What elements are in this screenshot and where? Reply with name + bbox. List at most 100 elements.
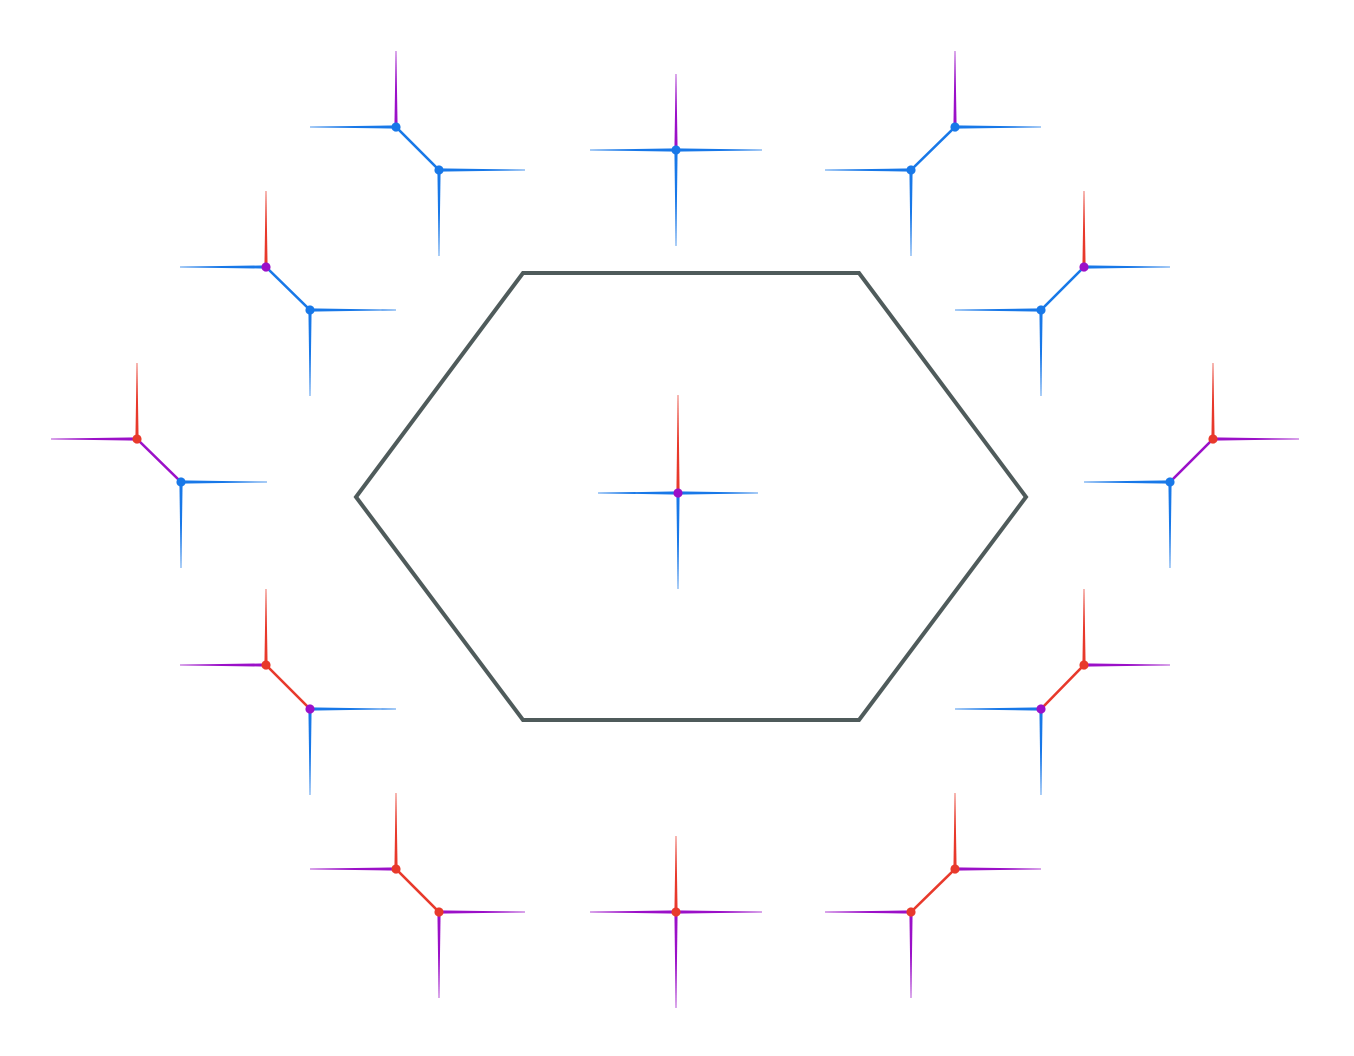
glyph-lower-right [955, 589, 1170, 795]
spike-b-down [1168, 482, 1172, 568]
spike-b-right [181, 480, 267, 484]
node-b [906, 165, 916, 175]
spike-a-up [394, 793, 398, 869]
spike-b-down [909, 912, 913, 998]
node-a [261, 262, 271, 272]
link-line [394, 125, 441, 172]
spike-down [676, 493, 680, 589]
spike-a-up [953, 793, 957, 869]
node-b [1036, 305, 1046, 315]
glyph-top-right [825, 51, 1041, 256]
spike-up [674, 836, 678, 912]
link-line [1168, 437, 1215, 484]
node-a [391, 864, 401, 874]
glyph-layer [51, 51, 1299, 1008]
glyph-top [590, 74, 762, 246]
spike-b-right [439, 168, 525, 172]
spike-a-right [1084, 265, 1170, 269]
spike-a-up [394, 51, 398, 127]
glyph-top-left [310, 51, 525, 256]
glyph-bottom-right [825, 793, 1041, 998]
spike-a-up [1211, 363, 1215, 439]
node-b [434, 907, 444, 917]
link-line [909, 867, 957, 914]
spike-b-down [437, 170, 441, 256]
spike-a-left [310, 867, 396, 871]
spike-a-up [264, 191, 268, 267]
node-a [132, 434, 142, 444]
link-line [394, 867, 441, 914]
node-a [1079, 262, 1089, 272]
spike-b-down [1039, 310, 1043, 396]
node-a [391, 122, 401, 132]
node-b [1165, 477, 1175, 487]
node [673, 488, 683, 498]
node-a [950, 122, 960, 132]
spike-a-up [1082, 589, 1086, 665]
spike-a-right [1213, 437, 1299, 441]
spike-down [674, 150, 678, 246]
spike-left [590, 148, 676, 152]
spike-a-right [955, 867, 1041, 871]
spike-b-down [909, 170, 913, 256]
glyph-upper-right [955, 191, 1170, 396]
spike-a-left [180, 265, 266, 269]
link-line [264, 663, 312, 711]
spike-right [676, 148, 762, 152]
spike-a-left [180, 663, 266, 667]
link-line [1039, 663, 1086, 711]
spike-up [674, 74, 678, 150]
glyph-bottom [590, 836, 762, 1008]
spike-b-right [310, 707, 396, 711]
link-line [909, 125, 957, 172]
spike-right [678, 491, 758, 495]
spike-right [676, 910, 762, 914]
spike-a-up [264, 589, 268, 665]
node-a [1079, 660, 1089, 670]
spike-b-left [825, 910, 911, 914]
node-b [305, 704, 315, 714]
spike-a-up [1082, 191, 1086, 267]
link-line [264, 265, 312, 312]
spike-a-right [955, 125, 1041, 129]
glyph-left [51, 363, 267, 568]
spike-b-left [955, 308, 1041, 312]
link-line [135, 437, 183, 484]
spike-down [674, 912, 678, 1008]
spike-b-left [1084, 480, 1170, 484]
node-b [176, 477, 186, 487]
glyph-upper-left [180, 191, 396, 396]
spike-up [676, 395, 680, 493]
spike-left [590, 910, 676, 914]
glyph-right [1084, 363, 1299, 568]
spike-b-left [825, 168, 911, 172]
spike-b-down [1039, 709, 1043, 795]
glyph-lower-left [180, 589, 396, 795]
spike-b-down [308, 310, 312, 396]
glyph-bottom-left [310, 793, 525, 998]
node-b [906, 907, 916, 917]
link-line [1039, 265, 1086, 312]
spike-a-left [310, 125, 396, 129]
spike-a-up [135, 363, 139, 439]
spike-b-down [179, 482, 183, 568]
spike-b-left [955, 707, 1041, 711]
spike-a-left [51, 437, 137, 441]
glyph-center [598, 395, 758, 589]
node-a [1208, 434, 1218, 444]
spike-left [598, 491, 678, 495]
node [671, 145, 681, 155]
central-hexagon [353, 271, 1029, 722]
node-a [261, 660, 271, 670]
spike-b-down [308, 709, 312, 795]
node-b [434, 165, 444, 175]
spike-b-right [310, 308, 396, 312]
spike-b-right [439, 910, 525, 914]
spike-a-right [1084, 663, 1170, 667]
node-a [950, 864, 960, 874]
node-b [305, 305, 315, 315]
node [671, 907, 681, 917]
spike-a-up [953, 51, 957, 127]
spike-b-down [437, 912, 441, 998]
